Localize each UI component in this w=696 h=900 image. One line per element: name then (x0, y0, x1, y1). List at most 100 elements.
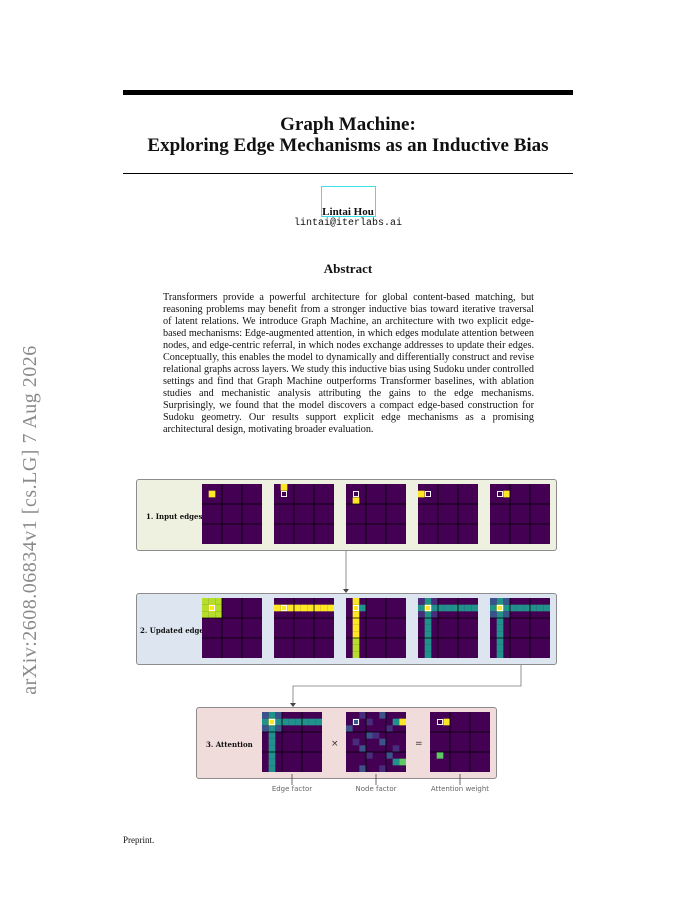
heatmap-cell (359, 712, 366, 719)
heatmap-cell (366, 718, 373, 726)
multiply-operator: × (331, 739, 339, 749)
heatmap-cell (424, 624, 432, 632)
heatmap-cell (268, 765, 276, 772)
heatmap-cell (366, 732, 373, 739)
heatmap-cell (392, 718, 400, 726)
heatmap-cell (359, 745, 366, 752)
heatmap-cell (471, 604, 478, 612)
heatmap-cell (262, 725, 269, 732)
heatmap-cell (496, 644, 504, 652)
updated-edges-grid-4 (418, 598, 478, 658)
heatmap-cell (215, 611, 222, 618)
heatmap-cell (352, 738, 360, 746)
heatmap-cell (202, 611, 209, 618)
heatmap-cell (431, 604, 438, 612)
query-cell-marker (281, 491, 287, 497)
edge-factor-grid (262, 712, 322, 772)
caption-attention-weight: Attention weight (430, 785, 490, 793)
heatmap-cell (268, 712, 276, 719)
heatmap-cell (464, 604, 472, 612)
heatmap-cell (366, 752, 373, 759)
heatmap-cell (424, 611, 432, 618)
heatmap-cell (282, 718, 289, 726)
query-cell-marker (281, 605, 287, 611)
heatmap-cell (302, 718, 309, 726)
query-cell-marker (425, 491, 431, 497)
heatmap-cell (399, 718, 406, 726)
heatmap-cell (352, 718, 360, 726)
updated-edges-grid-1 (202, 598, 262, 658)
heatmap-cell (208, 604, 216, 612)
heatmap-cell (208, 490, 216, 498)
heatmap-cell (359, 765, 366, 772)
heatmap-cell (208, 611, 216, 618)
input-edges-grid-1 (202, 484, 262, 544)
heatmap-cell (386, 725, 393, 732)
caption-node-factor: Node factor (355, 785, 397, 793)
heatmap-cell (288, 718, 296, 726)
heatmap-cell (352, 611, 360, 618)
heatmap-cell (451, 604, 458, 612)
heatmap-cell (530, 604, 537, 612)
heatmap-cell (215, 604, 222, 612)
heatmap-cell (496, 651, 504, 658)
heatmap-cell (496, 624, 504, 632)
heatmap-cell (314, 604, 321, 612)
paper-title-line2: Exploring Edge Mechanisms as an Inductiv… (147, 135, 549, 156)
heatmap-cell (262, 712, 269, 719)
query-cell-marker (353, 491, 359, 497)
paper-title-line1: Graph Machine: (280, 114, 416, 135)
heatmap-cell (352, 618, 360, 625)
heatmap-cell (444, 604, 452, 612)
heatmap-cell (202, 598, 209, 605)
heatmap-cell (268, 758, 276, 766)
heatmap-cell (424, 638, 432, 645)
heatmap-cell (307, 604, 314, 612)
heatmap-cell (352, 604, 360, 612)
heatmap-cell (503, 598, 510, 605)
node-factor-grid (346, 712, 406, 772)
heatmap-cell (379, 738, 386, 746)
updated-edges-grid-5 (490, 598, 550, 658)
heatmap-cell (424, 618, 432, 625)
query-cell-marker (269, 719, 275, 725)
heatmap-cell (300, 604, 308, 612)
heatmap-cell (418, 490, 425, 498)
heatmap-cell (359, 604, 366, 612)
updated-edges-grid-3 (346, 598, 406, 658)
input-edges-grid-5 (490, 484, 550, 544)
heatmap-cell (536, 604, 544, 612)
heatmap-cell (352, 624, 360, 632)
heatmap-cell (352, 644, 360, 652)
heatmap-cell (418, 598, 425, 605)
heatmap-cell (496, 604, 504, 612)
heatmap-cell (496, 611, 504, 618)
heatmap-cell (436, 752, 444, 759)
query-cell-marker (353, 719, 359, 725)
heatmap-cell (268, 718, 276, 726)
title-top-rule (123, 90, 573, 95)
heatmap-cell (490, 611, 497, 618)
query-cell-marker (497, 491, 503, 497)
heatmap-cell (208, 598, 216, 605)
heatmap-cell (215, 598, 222, 605)
updated-edges-grid-2 (274, 598, 334, 658)
heatmap-cell (275, 725, 282, 732)
author-link-box[interactable] (321, 186, 376, 217)
title-bottom-rule (123, 173, 573, 174)
heatmap-cell (392, 745, 400, 752)
heatmap-cell (431, 611, 438, 618)
heatmap-cell (496, 618, 504, 625)
heatmap-cell (275, 712, 282, 719)
heatmap-cell (443, 718, 450, 726)
heatmap-cell (268, 738, 276, 746)
heatmap-cell (352, 631, 360, 638)
heatmap-cell (424, 644, 432, 652)
attention-weight-grid (430, 712, 490, 772)
heatmap-cell (262, 718, 269, 726)
query-cell-marker (425, 605, 431, 611)
heatmap-cell (268, 732, 276, 739)
heatmap-cell (496, 638, 504, 645)
heatmap-cell (352, 497, 360, 504)
heatmap-cell (294, 604, 301, 612)
